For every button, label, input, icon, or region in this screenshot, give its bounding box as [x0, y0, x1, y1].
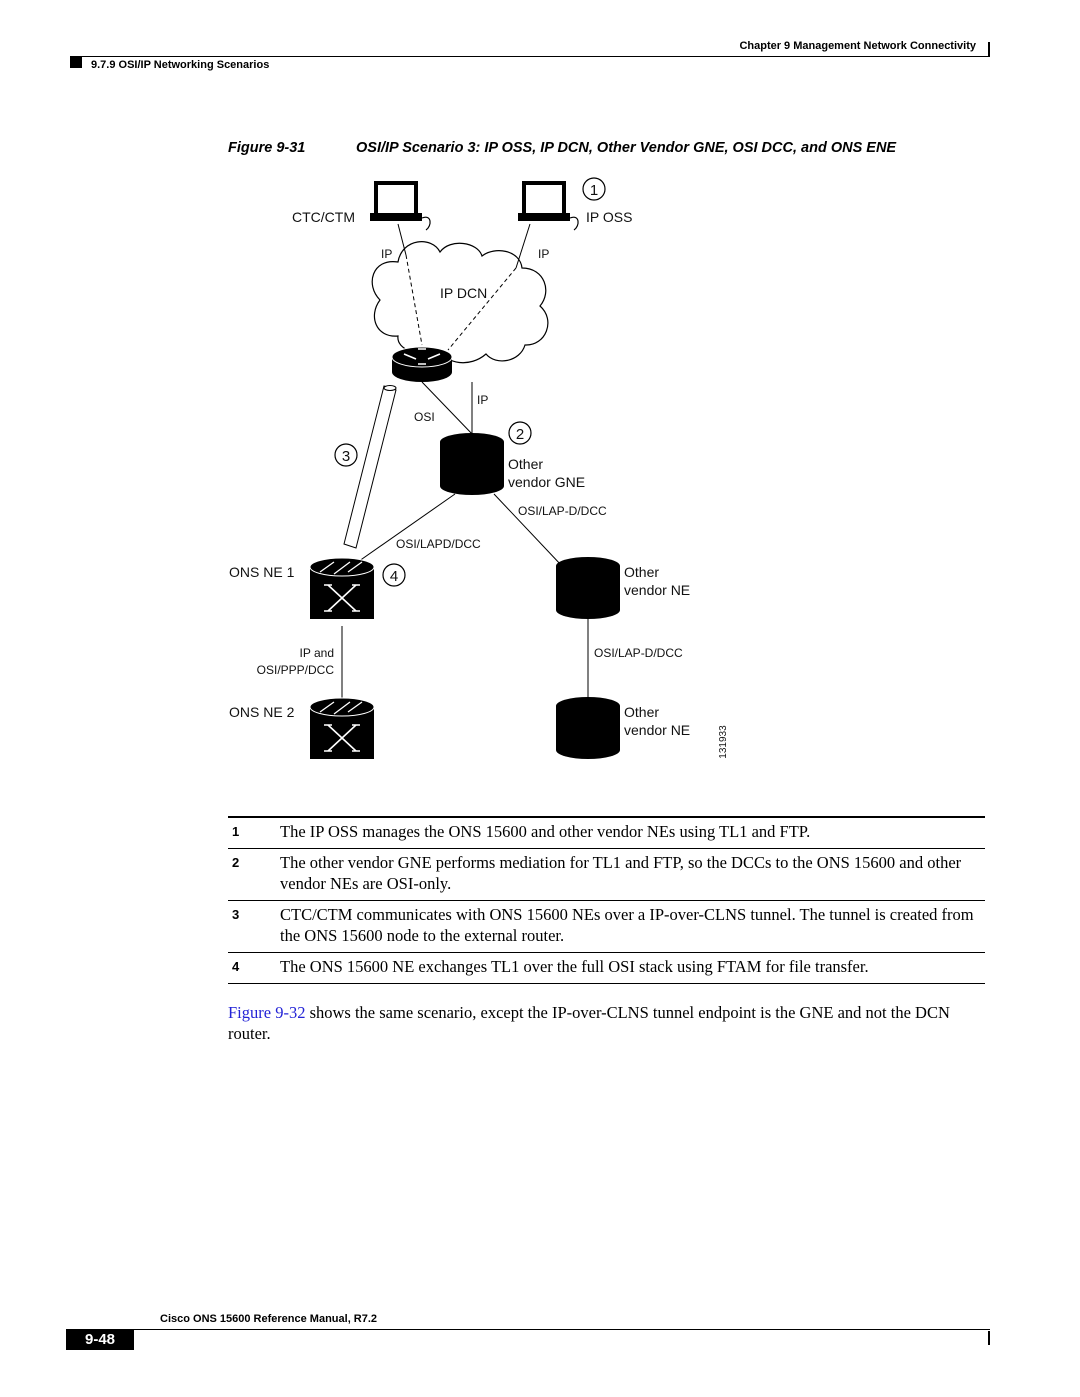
callout-3: 3 — [334, 443, 358, 467]
footer-bar — [988, 1331, 990, 1345]
ip-oss-computer-icon — [518, 181, 579, 231]
figure-title: OSI/IP Scenario 3: IP OSS, IP DCN, Other… — [356, 140, 897, 156]
legend-key: 4 — [232, 959, 240, 974]
network-diagram: 1 2 3 4 CTC/CTM IP OSS IP IP IP DCN IP O… — [229, 177, 729, 759]
ip-dcn-cloud — [371, 241, 549, 364]
legend-row: 3 CTC/CTM communicates with ONS 15600 NE… — [228, 901, 985, 953]
body-paragraph: Figure 9-32 shows the same scenario, exc… — [228, 1002, 988, 1044]
legend-row: 2 The other vendor GNE performs mediatio… — [228, 849, 985, 901]
legend-row: 4 The ONS 15600 NE exchanges TL1 over th… — [228, 953, 985, 984]
paragraph-text: shows the same scenario, except the IP-o… — [228, 1003, 950, 1043]
svg-text:3: 3 — [342, 448, 350, 465]
svg-text:2: 2 — [516, 426, 524, 443]
legend-key: 1 — [232, 824, 240, 839]
label-osi: OSI — [414, 410, 435, 424]
legend-text: The IP OSS manages the ONS 15600 and oth… — [280, 822, 811, 841]
label-ne1-line2: vendor NE — [624, 582, 690, 598]
label-ip-and: IP and — [300, 646, 334, 660]
vendor-gne-cylinder-icon — [440, 433, 504, 495]
legend-key: 2 — [232, 855, 240, 870]
label-ip-dcn: IP DCN — [440, 285, 487, 301]
legend-text: The ONS 15600 NE exchanges TL1 over the … — [280, 957, 869, 976]
label-ctc-ctm: CTC/CTM — [292, 209, 355, 225]
manual-title: Cisco ONS 15600 Reference Manual, R7.2 — [160, 1313, 378, 1325]
ons-ne-1-switch-icon — [309, 557, 375, 619]
vendor-ne-1-cylinder-icon — [556, 557, 620, 619]
callout-legend-table: 1 The IP OSS manages the ONS 15600 and o… — [228, 816, 985, 984]
footer-rule — [134, 1329, 990, 1330]
callout-4: 4 — [382, 563, 406, 587]
label-ne2-line1: Other — [624, 704, 659, 720]
figure-9-32-link[interactable]: Figure 9-32 — [228, 1003, 306, 1022]
callout-2: 2 — [508, 421, 532, 445]
label-gne-line1: Other — [508, 456, 543, 472]
svg-text:4: 4 — [390, 568, 398, 585]
ons-ne-2-switch-icon — [309, 697, 375, 759]
chapter-title: Chapter 9 Management Network Connectivit… — [739, 40, 976, 52]
header-marker — [70, 56, 82, 68]
header-rule — [80, 56, 990, 57]
legend-key: 3 — [232, 907, 240, 922]
label-ons-ne-2: ONS NE 2 — [229, 704, 295, 720]
ip-over-clns-tunnel — [343, 385, 397, 549]
label-ip-right: IP — [538, 247, 549, 261]
label-osi-lapd-dcc: OSI/LAPD/DCC — [396, 537, 481, 551]
label-osi-lap-d-dcc-right: OSI/LAP-D/DCC — [518, 504, 607, 518]
label-osi-ppp-dcc: OSI/PPP/DCC — [257, 663, 335, 677]
header-bar — [988, 42, 990, 56]
figure-number: Figure 9-31 — [228, 140, 306, 156]
legend-text: The other vendor GNE performs mediation … — [280, 853, 962, 893]
svg-text:1: 1 — [590, 182, 598, 199]
section-title: 9.7.9 OSI/IP Networking Scenarios — [91, 59, 270, 71]
label-ip-mid: IP — [477, 393, 488, 407]
label-ip-left: IP — [381, 247, 392, 261]
label-ons-ne-1: ONS NE 1 — [229, 564, 295, 580]
callout-1: 1 — [582, 177, 606, 201]
figure-caption: Figure 9-31 OSI/IP Scenario 3: IP OSS, IP… — [228, 140, 896, 156]
figure-art-id: 131933 — [718, 725, 729, 759]
dcn-router-icon — [391, 346, 453, 382]
ctc-ctm-computer-icon — [370, 181, 431, 231]
label-gne-line2: vendor GNE — [508, 474, 585, 490]
label-osi-lap-d-dcc-lower: OSI/LAP-D/DCC — [594, 646, 683, 660]
label-ne2-line2: vendor NE — [624, 722, 690, 738]
vendor-ne-2-cylinder-icon — [556, 697, 620, 759]
legend-text: CTC/CTM communicates with ONS 15600 NEs … — [280, 905, 974, 945]
label-ip-oss: IP OSS — [586, 209, 632, 225]
legend-row: 1 The IP OSS manages the ONS 15600 and o… — [228, 818, 985, 849]
page-number: 9-48 — [66, 1329, 134, 1350]
label-ne1-line1: Other — [624, 564, 659, 580]
